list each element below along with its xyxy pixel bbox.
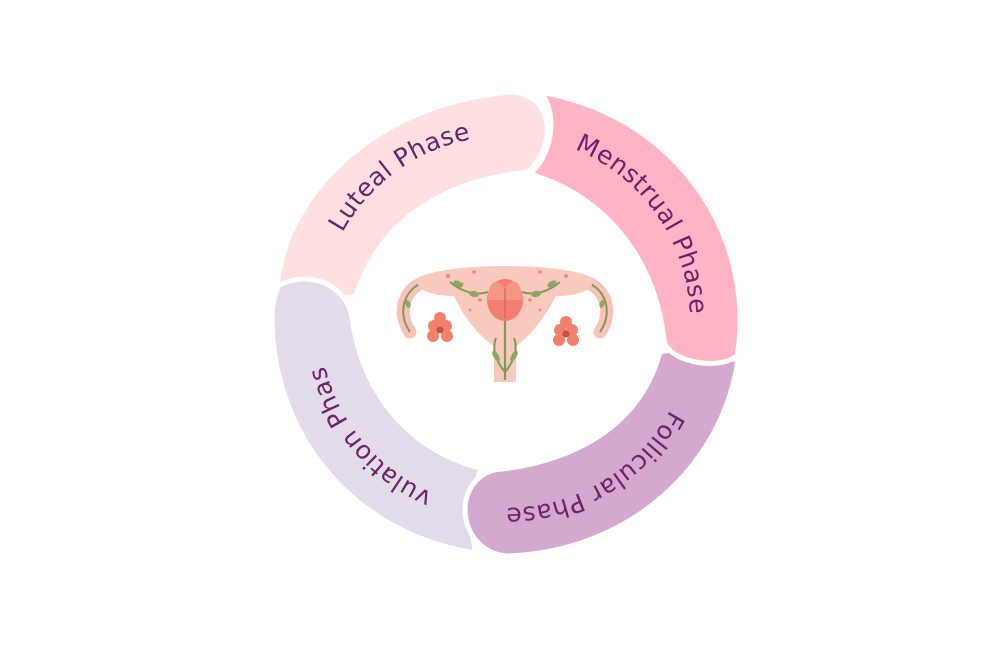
menstrual-phase-segment [525,88,743,366]
ovulation-phase-segment [269,276,483,557]
luteal-phase-segment [274,89,550,301]
follicular-phase-segment [462,347,741,559]
uterus-icon [396,266,614,382]
